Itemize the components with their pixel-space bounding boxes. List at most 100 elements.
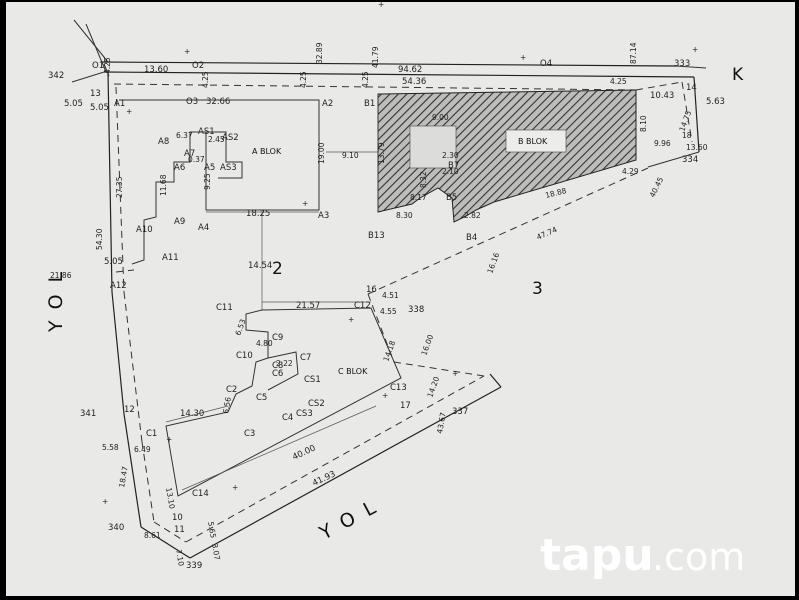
point-o4: O4 — [540, 59, 552, 69]
parcel-k: K — [732, 65, 744, 85]
point-c3: C3 — [244, 429, 255, 439]
boundary-line — [111, 291, 125, 415]
point-b1: B1 — [364, 99, 375, 109]
point-a12: A12 — [110, 281, 127, 291]
parcel-342: 342 — [48, 71, 64, 81]
dim-4-29: 4.29 — [622, 167, 639, 176]
point-as2: AS2 — [222, 133, 239, 143]
point-b4: B4 — [466, 233, 477, 243]
dim-43-67: 43.67 — [435, 411, 448, 434]
dim-0-37: 0.37 — [188, 155, 205, 164]
parcel-337: 337 — [452, 407, 468, 417]
dim-47-74: 47.74 — [535, 225, 558, 242]
dim-6-49: 6.49 — [134, 445, 151, 454]
watermark-suffix: .com — [652, 535, 745, 579]
point-cs3: CS3 — [296, 409, 313, 419]
dim-5-63: 5.63 — [706, 97, 725, 107]
road-label-left: YOL — [45, 260, 67, 333]
point-c9: C9 — [272, 333, 283, 343]
b-block-label-box — [505, 129, 567, 153]
survey-marker: + — [348, 315, 354, 324]
dim-21-86: 21.86 — [50, 271, 72, 280]
dim-94-62: 94.62 — [398, 65, 422, 75]
dim-4-25-a: 4.25 — [103, 57, 112, 74]
dim-2-82: 2.82 — [464, 211, 481, 220]
point-a11: A11 — [162, 253, 179, 263]
dim-8-32: 8.32 — [419, 171, 428, 188]
parcel-17: 17 — [400, 401, 411, 411]
dim-4-55: 4.55 — [380, 307, 397, 316]
dim-14-30: 14.30 — [180, 409, 204, 419]
survey-marker: + — [382, 391, 388, 400]
dim-line — [181, 405, 377, 491]
dim-2-10: 2.10 — [442, 167, 459, 176]
dim-4-25-c: 4.25 — [299, 71, 308, 88]
point-o1: O1 — [92, 61, 104, 71]
dim-6-56: 6.56 — [221, 396, 233, 414]
dim-8-17: 8.17 — [410, 193, 427, 202]
dimension-lines — [165, 151, 378, 491]
point-cs2: CS2 — [308, 399, 325, 409]
boundary-line — [140, 526, 191, 559]
setback-line — [153, 521, 187, 543]
setback-line — [141, 441, 155, 523]
dim-16-00: 16.00 — [419, 333, 435, 356]
point-c14: C14 — [192, 489, 209, 499]
survey-marker: + — [692, 45, 698, 54]
dim-41-79: 41.79 — [371, 46, 380, 68]
point-c4: C4 — [282, 413, 293, 423]
dim-10-43: 10.43 — [650, 91, 674, 101]
survey-marker: + — [452, 369, 458, 378]
point-labels: O1 O2 O3 O4 A1 A2 A3 A4 AS1 AS2 AS3 A5 A… — [92, 59, 552, 499]
point-a1: A1 — [114, 99, 125, 109]
point-a8: A8 — [158, 137, 169, 147]
dim-2-30: 2.30 — [442, 151, 459, 160]
point-a2: A2 — [322, 99, 333, 109]
parcel-10: 10 — [172, 513, 183, 523]
b-block-core — [409, 125, 457, 169]
a-block-outline — [119, 99, 320, 310]
dim-13-60: 13.60 — [144, 65, 168, 75]
dim-5-58: 5.58 — [102, 443, 119, 452]
point-b5: B5 — [446, 193, 457, 203]
dim-18-25: 18.25 — [246, 209, 270, 219]
boundary-line — [647, 151, 700, 168]
parcel-341: 341 — [80, 409, 96, 419]
point-a5: A5 — [204, 163, 215, 173]
boundary-line — [123, 413, 142, 528]
dim-40-45: 40.45 — [648, 175, 666, 198]
setback-line — [115, 86, 125, 293]
survey-marker: + — [184, 47, 190, 56]
point-a7: A7 — [184, 149, 195, 159]
dim-3-07: 3.07 — [210, 543, 222, 561]
point-c10: C10 — [236, 351, 253, 361]
dim-9-25: 9.25 — [203, 173, 212, 190]
point-c8: C8 — [272, 361, 283, 371]
survey-marker: + — [520, 53, 526, 62]
parcel-334: 334 — [682, 155, 698, 165]
point-c5: C5 — [256, 393, 267, 403]
dim-54-30: 54.30 — [95, 228, 104, 250]
dim-8-10: 8.10 — [639, 115, 648, 132]
a-block-label: A BLOK — [252, 147, 282, 156]
parcel-340: 340 — [108, 523, 124, 533]
dim-14-20: 14.20 — [425, 375, 441, 398]
b-block-label: B BLOK — [518, 137, 548, 146]
survey-marker: + — [166, 435, 172, 444]
dim-2-45: 2.45 — [208, 135, 225, 144]
dim-5-65: 5.65 — [206, 521, 218, 539]
dim-11-68: 11.68 — [159, 174, 168, 196]
dim-9-10: 9.10 — [342, 151, 359, 160]
boundary-line — [103, 71, 695, 78]
dim-41-93: 41.93 — [311, 469, 337, 488]
point-c7: C7 — [300, 353, 311, 363]
dim-32-66: 32.66 — [206, 97, 230, 107]
parcel-11: 11 — [174, 525, 185, 535]
dim-19-00: 19.00 — [317, 142, 326, 164]
boundary-line — [107, 71, 113, 293]
dim-2-22: 2.22 — [276, 359, 293, 368]
point-c1: C1 — [146, 429, 157, 439]
dim-13-79: 13.79 — [377, 142, 386, 164]
survey-marker: + — [378, 2, 384, 9]
